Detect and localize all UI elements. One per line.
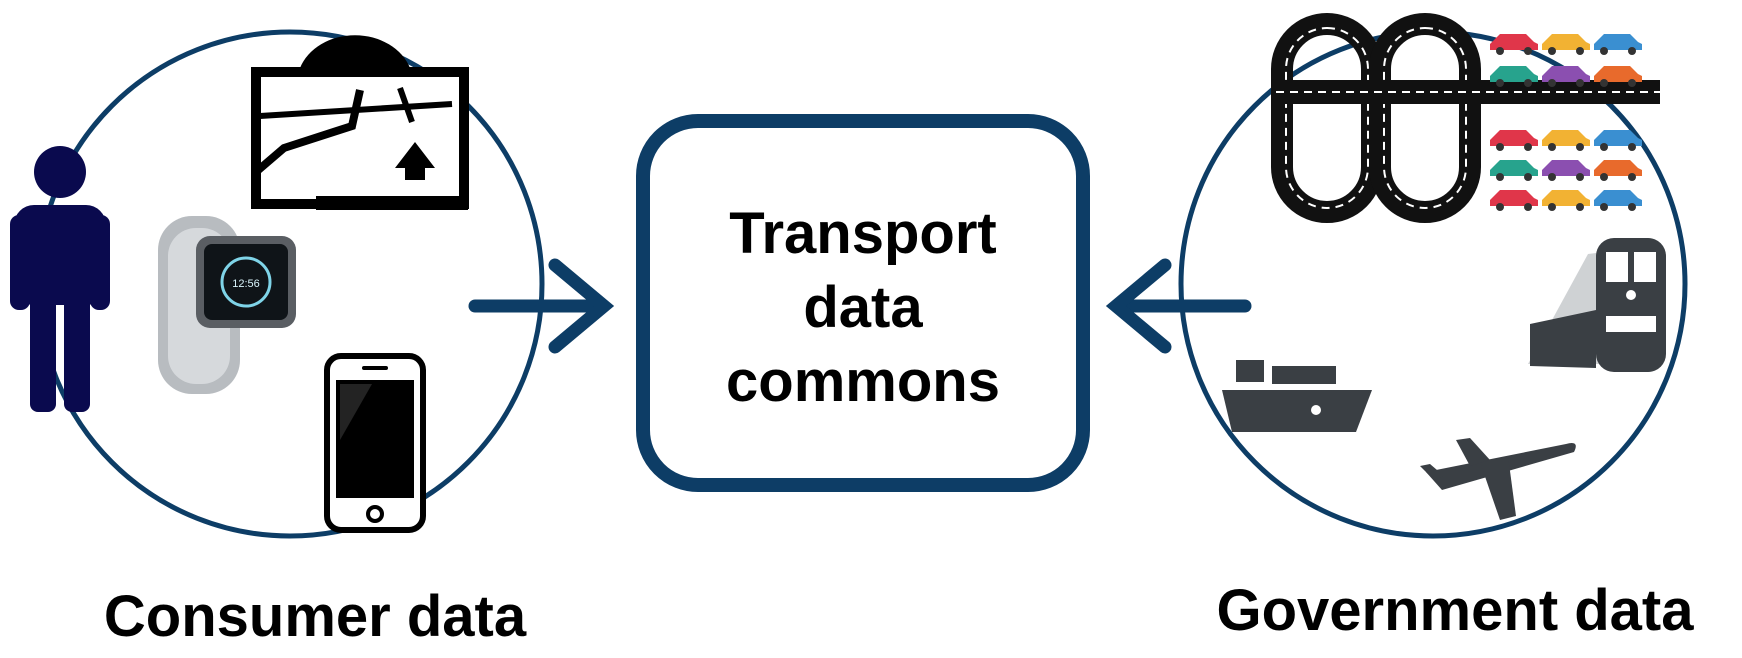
center-line-1: Transport [729, 201, 997, 266]
car-icon [1542, 130, 1590, 151]
car-icon [1542, 66, 1590, 87]
consumer-data-label: Consumer data [104, 584, 527, 649]
navigation-screen-icon [251, 35, 469, 210]
left-arrow [468, 258, 615, 354]
car-icon [1594, 190, 1642, 211]
car-icon [1542, 34, 1590, 55]
car-icon [1490, 130, 1538, 151]
government-data-label: Government data [1217, 578, 1695, 643]
right-arrow [1105, 258, 1252, 354]
transport-data-commons-box [636, 114, 1090, 492]
car-icon [1594, 130, 1642, 151]
svg-text:12:56: 12:56 [232, 278, 260, 290]
car-icon [1490, 160, 1538, 181]
smartwatch-icon: 12:56 [158, 216, 296, 394]
train-icon [1528, 238, 1666, 372]
center-line-2: data [803, 275, 923, 340]
person-icon [10, 146, 110, 412]
car-icon [1490, 34, 1538, 55]
ship-icon [1222, 360, 1372, 432]
highway-interchange-icon [1271, 13, 1660, 223]
car-icon [1594, 34, 1642, 55]
car-icon [1594, 66, 1642, 87]
car-icon [1490, 190, 1538, 211]
cars-grid-icon [1490, 34, 1642, 211]
airplane-icon [1420, 438, 1576, 520]
car-icon [1490, 66, 1538, 87]
center-line-3: commons [726, 349, 1000, 414]
car-icon [1594, 160, 1642, 181]
smartphone-icon [324, 353, 426, 533]
car-icon [1542, 190, 1590, 211]
car-icon [1542, 160, 1590, 181]
